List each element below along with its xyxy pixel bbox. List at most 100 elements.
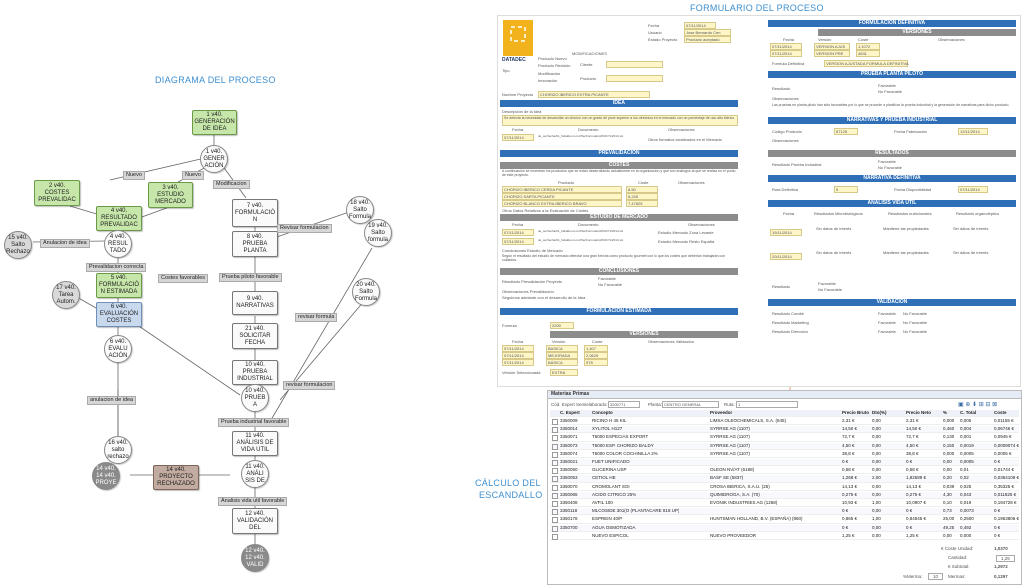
def-row-1-date[interactable]: 07/11/2014 (770, 43, 802, 50)
industrial-favorable[interactable]: Favorable (878, 159, 896, 164)
valid-comite-favorable[interactable]: Favorable (878, 311, 896, 316)
vida-row-1-date[interactable]: 19/11/2014 (770, 229, 802, 236)
node-tarea-automatica[interactable]: 17 v40. Tarea Autom. (52, 281, 80, 309)
porcentaje-merma-value[interactable]: 10 (928, 573, 944, 580)
planta-select[interactable]: CENTRO GENERAL (662, 401, 719, 408)
node-proyecto-end[interactable]: 14 v40. 14 v40. PROYE (92, 462, 120, 490)
section-validacion[interactable]: VALIDACIÓN (768, 299, 1016, 306)
def-row-1-cost[interactable]: 1,1072 (856, 43, 880, 50)
def-row-1-name[interactable]: VERSION AJUS (814, 43, 850, 50)
node-analisis-vida-util[interactable]: 11 v40. ANÁLISIS DE VIDA UTIL (232, 431, 278, 456)
section-formulacion-definitiva[interactable]: FORMULACIÓN DEFINITIVA (768, 20, 1016, 27)
node-prueba-industrial[interactable]: 10 v40. PRUEBA INDUSTRIAL (232, 360, 278, 385)
valid-direccion-favorable[interactable]: Favorable (878, 329, 896, 334)
section-idea[interactable]: IDEA (500, 100, 738, 107)
vida-no-favorable[interactable]: No Favorable (818, 287, 843, 292)
usuario-field[interactable]: Jose Bernardo Cen (684, 29, 731, 36)
version-row-2-date[interactable]: 07/11/2014 (502, 352, 534, 359)
row-checkbox[interactable] (552, 435, 558, 442)
toolbar-icons[interactable]: ▣ ⊕ ⬇ ⊞ ⊟ ⊠ (958, 402, 998, 408)
section-prevalidacion[interactable]: PREVALIDACIÓN (500, 150, 738, 157)
tipo-opt-2[interactable]: Producto Revisión (538, 63, 571, 68)
node-prueba-planta[interactable]: 8 v40. PRUEBA PLANTA (232, 231, 278, 257)
edge-anulacion-idea[interactable]: Anulacion de idea (40, 239, 90, 248)
estudio-row-1-date[interactable]: 07/11/2014 (502, 229, 534, 236)
fecha-disponibilidad-field[interactable]: 07/11/2014 (958, 186, 988, 193)
edge-revisar-formulacion-2[interactable]: revisar formulacion (283, 381, 336, 390)
row-checkbox[interactable] (552, 476, 558, 483)
node-solicitar-fecha[interactable]: 21 v40. SOLICITAR FECHA (232, 323, 278, 349)
section-def-versiones[interactable]: VERSIONES (818, 29, 1016, 36)
piloto-no-favorable[interactable]: No Favorable (878, 89, 903, 94)
row-checkbox[interactable] (552, 419, 558, 425)
row-checkbox[interactable] (552, 451, 558, 458)
version-row-1-date[interactable]: 07/11/2014 (502, 345, 534, 352)
version-seleccionada-field[interactable]: EXTRA (550, 369, 578, 376)
row-checkbox[interactable] (552, 501, 558, 507)
node-resultado-gateway[interactable]: 4 v40. RESUL TADO (104, 230, 132, 258)
costes-row-1-cost[interactable]: 8,50 (626, 186, 658, 193)
node-generacion-idea[interactable]: 1 v40. GENERACIÓN DE IDEA (192, 110, 237, 135)
row-checkbox[interactable] (552, 525, 558, 532)
section-formulacion-estimada[interactable]: FORMULACIÓN ESTIMADA (500, 308, 738, 315)
producto-field[interactable] (606, 75, 663, 82)
node-estudio-mercado[interactable]: 3 v40. ESTUDIO MERCADO (148, 182, 193, 208)
edge-modificacion[interactable]: Modificacion (213, 180, 250, 189)
prevalidacion-no-favorable[interactable]: No Favorable (598, 282, 623, 287)
piloto-favorable[interactable]: Favorable (878, 83, 896, 88)
fecha-fabricacion-field[interactable]: 12/11/2014 (958, 128, 988, 135)
fecha-field[interactable]: 07/11/2014 (684, 22, 716, 29)
tipo-opt-3[interactable]: Modificación (538, 71, 561, 76)
node-evaluacion-costes[interactable]: 6 v40. EVALUACIÓN COSTES (96, 302, 142, 327)
costes-row-2-cost[interactable]: 6,245 (626, 193, 658, 200)
node-salto-rechazo-2[interactable]: 16 v40. salto rechazo (104, 436, 132, 464)
valid-comite-no-favorable[interactable]: No Favorable (903, 311, 928, 316)
row-checkbox[interactable] (552, 468, 558, 475)
node-resultado-prevalidacion[interactable]: 4 v40. RESULTADO PREVALIDAC (96, 206, 142, 231)
section-conclusiones[interactable]: CONCLUSIONES (500, 268, 738, 275)
section-planta-piloto[interactable]: PRUEBA PLANTA PILOTO (768, 71, 1016, 78)
vida-row-2-date[interactable]: 20/11/2014 (770, 253, 802, 260)
industrial-no-favorable[interactable]: No Favorable (878, 165, 903, 170)
version-row-3-name[interactable]: BÁSICA (546, 359, 578, 366)
section-narrativas[interactable]: NARRATIVAS Y PRUEBA INDUSTRIAL (768, 117, 1016, 124)
row-checkbox[interactable] (552, 509, 558, 516)
edge-revisar-formula[interactable]: revisar formula (295, 313, 338, 322)
idea-row-date[interactable]: 07/11/2014 (502, 134, 534, 141)
estado-field[interactable]: Producto aceptado (684, 36, 731, 43)
costes-row-3-cost[interactable]: 7,47825 (626, 200, 658, 207)
tipo-opt-4[interactable]: Innovación (538, 78, 558, 83)
node-salto-formula-18[interactable]: 18 v40. Salto Formula (346, 196, 374, 224)
edge-anulacion-idea-2[interactable]: anulacion de idea (87, 396, 137, 405)
row-checkbox[interactable] (552, 533, 558, 540)
row-checkbox[interactable] (552, 517, 558, 524)
edge-revisar-formulacion[interactable]: Revisar formulacion (277, 224, 332, 233)
def-row-2-name[interactable]: VERSION PRE (814, 50, 850, 57)
valid-marketing-favorable[interactable]: Favorable (878, 320, 896, 325)
row-checkbox[interactable] (552, 492, 558, 499)
version-row-1-cost[interactable]: 1,407 (584, 345, 608, 352)
node-salto-formula-19[interactable]: 19 v40. Salto formula (364, 219, 392, 247)
node-evaluacion-gateway[interactable]: 6 v40. EVALU ACIÓN (104, 335, 132, 363)
def-row-2-cost[interactable]: 4631 (856, 50, 880, 57)
tipo-opt-1[interactable]: Producto Nuevo (538, 56, 567, 61)
ruta-definitiva-field[interactable]: 5 (834, 186, 858, 193)
idea-row-doc[interactable]: de_ser/fecha/01_hidalden.is.is.RSe/Formu… (538, 134, 624, 138)
section-vida-util[interactable]: ANÁLISIS VIDA UTIL (768, 200, 1016, 207)
edge-costes-favorables[interactable]: Costes favorables (158, 274, 209, 283)
valid-direccion-no-favorable[interactable]: No Favorable (903, 329, 928, 334)
node-analisis-gateway[interactable]: 11 v40. ANÁLI SIS DE (241, 460, 269, 488)
node-validacion[interactable]: 12 v40. VALIDACIÓN DEL (232, 508, 278, 534)
estudio-row-2-date[interactable]: 07/11/2014 (502, 238, 534, 245)
node-generacion-gateway[interactable]: 1 v40. GENER ACIÓN (200, 145, 228, 173)
